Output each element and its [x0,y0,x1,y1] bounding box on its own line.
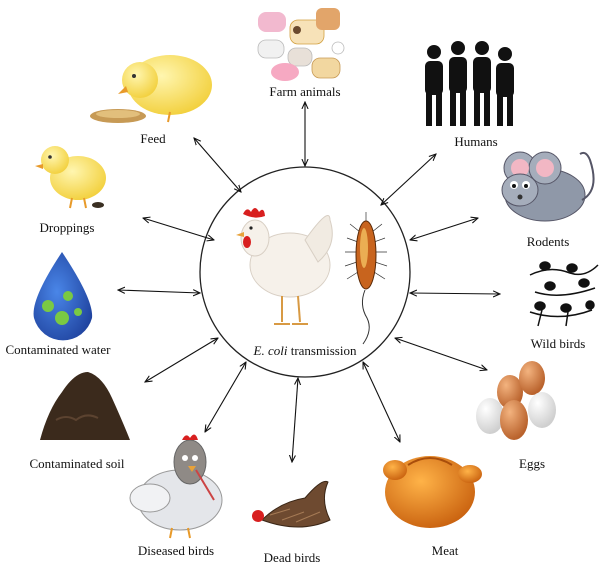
eggs-icon [476,361,556,440]
arrow-dead [292,378,298,462]
meat-label: Meat [432,543,459,558]
wildbirds-label: Wild birds [531,336,586,351]
wild-birds-icon [530,262,598,326]
arrow-droppings [143,218,214,240]
arrow-eggs [395,338,487,370]
roast-chicken-icon [383,456,482,528]
center-label-italic: E. coli [253,343,288,358]
diseased-label: Diseased birds [138,543,214,558]
eggs-label: Eggs [519,456,545,471]
arrow-meat [363,362,400,442]
center-label: E. coli transmission [253,343,357,358]
water-drop-bacteria-icon [34,252,93,340]
sick-hen-icon [130,434,222,538]
dead-label: Dead birds [264,550,321,565]
mouse-icon [502,152,594,221]
rodents-label: Rodents [527,234,570,249]
water-label: Contaminated water [5,342,111,357]
feed-label: Feed [140,131,166,146]
arrow-rodents [410,218,478,240]
farm-animals-icon [258,8,344,81]
chick-eating-icon [90,55,212,123]
humans-icon [425,41,514,126]
soil-label: Contaminated soil [30,456,125,471]
farm-animals-label: Farm animals [269,84,340,99]
center-label-rest: transmission [287,343,356,358]
dead-bird-icon [252,481,330,527]
arrow-water [118,290,200,293]
arrow-diseased [205,362,246,432]
soil-mound-icon [40,372,130,440]
arrow-soil [145,338,218,382]
arrow-humans [381,154,436,205]
arrow-feed [194,138,241,192]
chick-icon [35,146,106,208]
arrow-wildbirds [410,293,500,294]
humans-label: Humans [454,134,497,149]
droppings-label: Droppings [40,220,95,235]
